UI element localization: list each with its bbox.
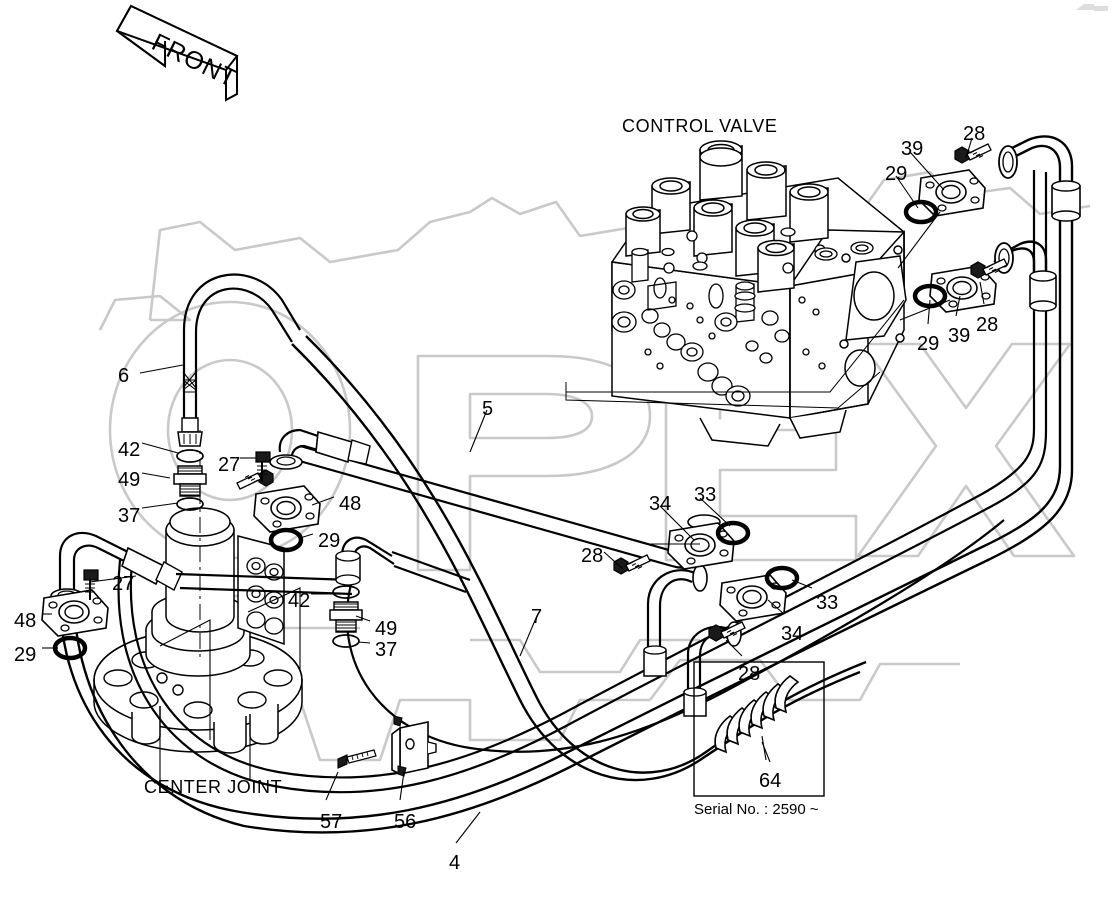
callout-37-lower: 37 [375,639,398,661]
callout-57: 57 [320,811,343,833]
flange-48-lower [41,589,109,637]
corner-mark-icon [1076,4,1108,11]
callout-37-upper: 37 [118,505,141,527]
callout-39-upper: 39 [901,138,924,160]
hose-end-upper-right [643,564,708,677]
callout-29-lower: 29 [14,644,37,666]
detail-box-64 [693,661,825,797]
callout-34-upper: 34 [649,493,672,515]
callout-34-lower: 34 [781,623,804,645]
hose-4 [58,186,1074,834]
tube-left-elbow [50,531,353,604]
callout-42-lower: 42 [288,590,311,612]
callout-33-upper: 33 [694,484,717,506]
center-joint-heading: CENTER JOINT [144,777,283,797]
callout-56: 56 [394,811,417,833]
hose-parallel-b [345,519,1005,753]
oring-37-lower [332,634,360,648]
flange-39-upper [918,169,986,217]
callout-27-lower: 27 [112,573,135,595]
flange-34-lower [719,574,787,622]
callout-48-upper: 48 [339,493,362,515]
callout-28-valve-lower: 28 [976,314,999,336]
hose-6 [177,273,301,447]
stub-elbow-right [335,536,471,594]
front-direction-arrow-icon: FRONT [115,4,242,102]
control-valve-heading: CONTROL VALVE [622,116,778,136]
callout-27-upper: 27 [218,454,241,476]
clamp-bracket-56 [391,715,437,777]
callout-48-lower: 48 [14,610,37,632]
callout-4: 4 [449,852,461,874]
callout-49-lower: 49 [375,618,398,640]
adapter-49-upper [173,465,207,497]
washer-42-upper [176,449,204,463]
hydraulic-lines [50,135,1081,834]
control-valve-assembly [611,140,907,447]
bolt-28-upper [613,554,651,575]
callout-28-low: 28 [738,663,761,685]
callout-39-lower: 39 [948,325,971,347]
hose-parallel-a [117,170,1048,794]
callout-64: 64 [759,770,782,792]
callout-5: 5 [482,398,494,420]
serial-note: Serial No. : 2590 ~ [694,801,819,818]
tube-to-valve-upper [998,135,1081,222]
callout-42-upper: 42 [118,439,141,461]
callout-28-valve-upper: 28 [963,123,986,145]
flange-48-upper [253,485,321,533]
flange-34-upper [667,522,735,570]
adapter-49-lower [329,601,363,633]
callout-29-valve-lower: 29 [917,333,940,355]
callout-33-lower: 33 [816,592,839,614]
oring-29-upper [271,530,301,550]
callout-6: 6 [118,365,130,387]
tube-to-valve-lower [993,240,1057,312]
washer-42-lower [332,585,360,599]
callout-28-mid: 28 [581,545,604,567]
leader-lines [42,137,985,844]
small-parts [41,143,1008,777]
callout-29-upper: 29 [318,530,341,552]
bolt-28-valve-upper [954,143,992,164]
callout-7: 7 [531,606,543,628]
callout-49-upper: 49 [118,469,141,491]
oring-29-lower [55,638,85,658]
callout-29-valve-upper: 29 [885,163,908,185]
bolt-57 [337,749,377,769]
